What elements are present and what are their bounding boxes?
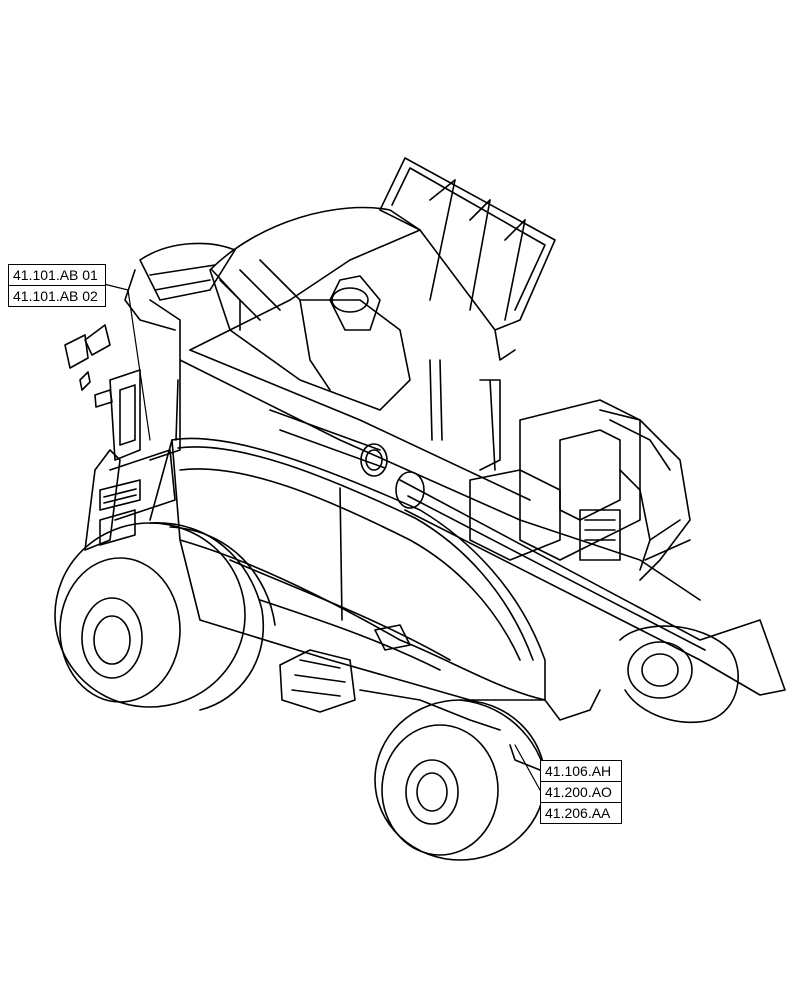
grain-tank	[124, 157, 556, 411]
leader-line-right	[514, 744, 541, 791]
right-rear-wheel	[619, 625, 739, 724]
leader-line-left	[103, 283, 151, 441]
front-left-wheel	[54, 522, 276, 711]
reference-label-41-101-ab-02[interactable]: 41.101.AB 02	[9, 285, 105, 306]
reference-label-41-106-ah[interactable]: 41.106.AH	[545, 763, 612, 779]
leader-lines	[103, 283, 541, 791]
reference-label-41-200-ao[interactable]: 41.200.AO	[541, 781, 621, 802]
reference-label-41-206-aa[interactable]: 41.206.AA	[541, 802, 621, 823]
unloading-auger	[269, 275, 786, 696]
cab-and-steps	[64, 299, 181, 551]
rear-wheel	[374, 699, 549, 861]
callout-box-left: 41.101.AB 01 41.101.AB 02	[8, 264, 106, 307]
reference-label-41-101-ab-01[interactable]: 41.101.AB 01	[13, 267, 98, 283]
machine-body	[149, 349, 701, 701]
callout-box-right: 41.106.AH 41.200.AO 41.206.AA	[540, 760, 622, 824]
undercarriage	[279, 624, 601, 771]
rear-railing	[429, 359, 691, 581]
